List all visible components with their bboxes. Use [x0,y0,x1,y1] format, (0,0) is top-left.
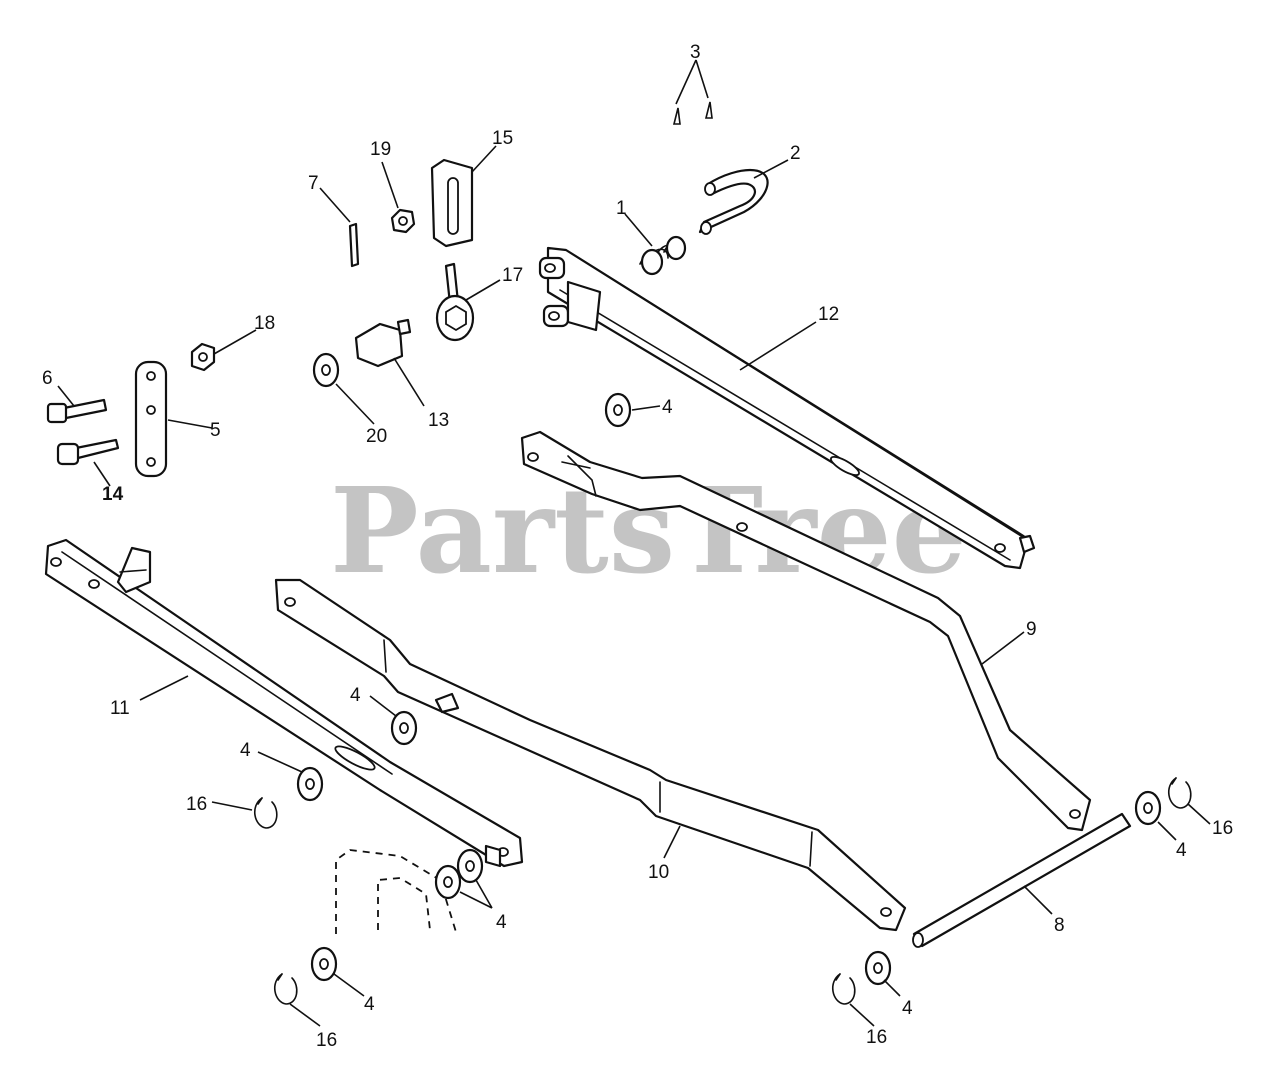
clip-3[interactable] [672,101,713,125]
bracket-15[interactable] [430,158,474,248]
callout-13: 13 [428,410,449,431]
nut-19[interactable] [390,208,416,234]
callout-4-e: 4 [364,994,375,1015]
callout-labels: 1 2 3 4 4 4 4 4 4 4 5 6 7 8 9 10 11 12 1… [42,42,1233,1051]
washer-4-e[interactable] [456,848,484,884]
washer-4-a[interactable] [604,392,632,428]
bolt-6[interactable] [46,398,108,424]
callout-3: 3 [690,42,701,63]
washer-4-b[interactable] [390,710,418,746]
callout-16-d: 16 [866,1027,887,1048]
lift-arm-12[interactable] [538,246,1036,570]
callout-14: 14 [102,484,124,505]
retaining-ring-16-b[interactable] [1168,777,1192,809]
callout-6: 6 [42,368,53,389]
callout-20: 20 [366,426,387,447]
callout-4-a: 4 [662,397,673,418]
callout-4-f: 4 [902,998,913,1019]
callout-1: 1 [616,198,627,219]
washer-4-c[interactable] [296,766,324,802]
callout-4-c: 4 [240,740,251,761]
callout-11: 11 [110,698,130,719]
retaining-ring-16-a[interactable] [254,797,278,829]
washer-4-d[interactable] [434,864,462,900]
callout-16-a: 16 [186,794,207,815]
lift-arm-11[interactable] [44,538,524,868]
callout-7: 7 [308,173,319,194]
screw-14[interactable] [56,438,120,466]
phantom-outline-inner [377,877,431,931]
callout-10: 10 [648,862,669,883]
callout-4-g: 4 [1176,840,1187,861]
callout-18: 18 [254,313,275,334]
callout-16-b: 16 [1212,818,1233,839]
callout-17: 17 [502,265,523,286]
callout-2: 2 [790,143,801,164]
callout-12: 12 [818,304,839,325]
plate-5[interactable] [134,360,168,478]
callout-16-c: 16 [316,1030,337,1051]
nut-18[interactable] [190,342,216,372]
callout-8: 8 [1054,915,1065,936]
callout-4-b: 4 [350,685,361,706]
washer-4-f[interactable] [310,946,338,982]
callout-19: 19 [370,139,391,160]
spring-1[interactable] [639,235,687,276]
drag-link-10[interactable] [274,578,907,932]
washer-20[interactable] [312,352,340,388]
drag-link-9[interactable] [520,430,1092,832]
washer-4-h[interactable] [1134,790,1162,826]
cotter-pin-7[interactable] [348,222,360,268]
eye-bolt-17[interactable] [435,262,475,342]
pin-13[interactable] [354,318,412,368]
callout-4-d: 4 [496,912,507,933]
callout-5: 5 [210,420,221,441]
washer-4-g[interactable] [864,950,892,986]
retaining-ring-16-c[interactable] [274,973,298,1005]
leader-lines [57,59,1211,1027]
retaining-ring-16-d[interactable] [832,973,856,1005]
callout-15: 15 [492,128,513,149]
callout-9: 9 [1026,619,1037,640]
u-pin-2[interactable] [698,168,769,235]
cross-shaft-8[interactable] [912,812,1132,948]
